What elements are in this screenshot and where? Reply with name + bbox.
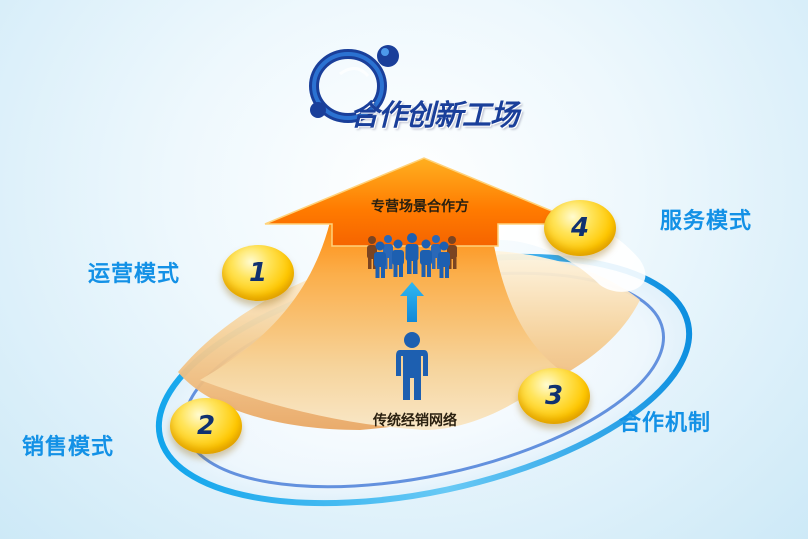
coin-node-4: 4 [544,200,616,256]
coin-number-4: 4 [570,213,590,243]
node-label-operation: 运营模式 [88,262,181,287]
coin-node-3: 3 [518,368,590,424]
coin-number-2: 2 [196,411,216,441]
node-label-service: 服务模式 [660,209,753,234]
node-label-sales: 销售模式 [22,435,115,460]
up-arrow-icon [400,282,424,322]
cooperation-logo-icon [309,45,399,123]
coin-node-1: 1 [222,245,294,301]
coin-node-2: 2 [170,398,242,454]
base-label: 传统经销网络 [373,413,457,429]
partner-crowd-icon [367,233,457,278]
arrow-title: 专营场景合作方 [371,199,469,215]
coin-number-3: 3 [544,381,564,411]
single-person-icon [396,332,428,400]
node-label-cooperation: 合作机制 [619,411,712,436]
growth-arrow [200,157,584,430]
logo-title: 合作创新工场 [350,98,519,132]
coin-number-1: 1 [248,258,268,288]
